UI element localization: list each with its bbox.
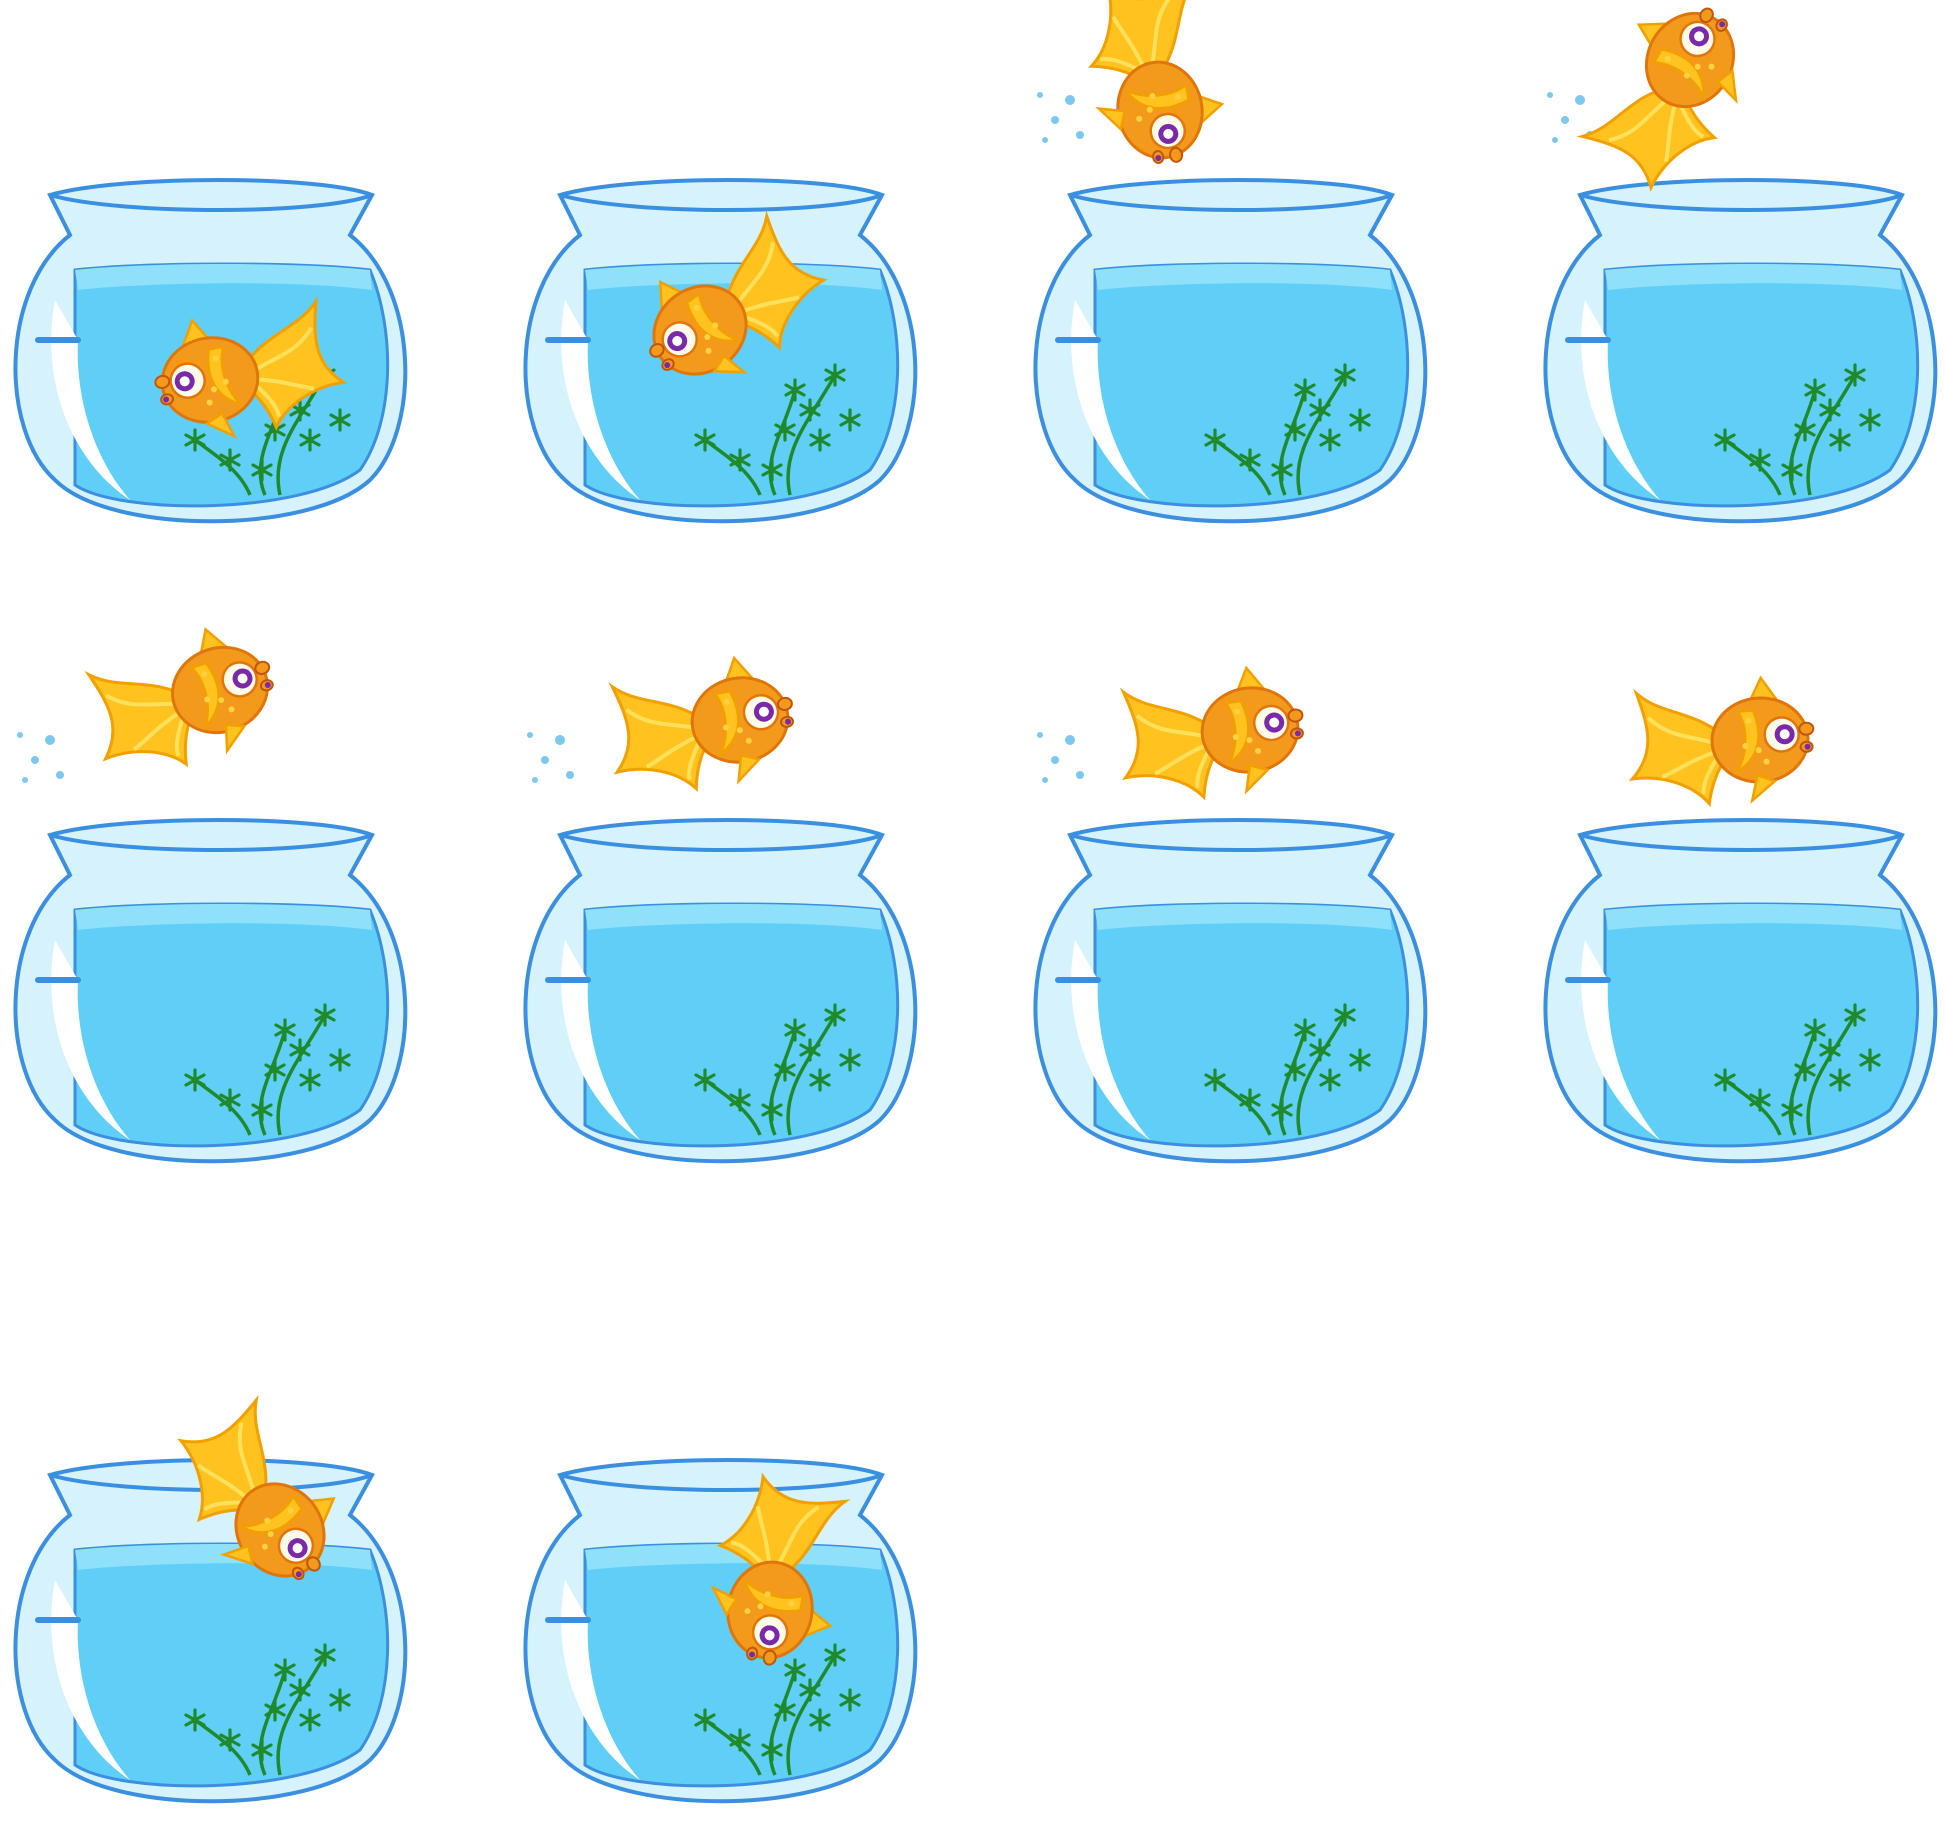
frame-canvas bbox=[13, 612, 408, 1164]
glass-highlight bbox=[1581, 300, 1660, 500]
sprite-frame bbox=[1020, 0, 1460, 560]
water-surface bbox=[1605, 264, 1902, 290]
goldfish bbox=[1076, 0, 1233, 176]
frame-canvas bbox=[523, 178, 918, 524]
seaweed bbox=[694, 1643, 861, 1776]
glass-highlight bbox=[51, 940, 130, 1140]
fishbowl bbox=[1543, 818, 1938, 1164]
frame-canvas bbox=[1543, 672, 1938, 1164]
bowl-rim bbox=[1579, 833, 1903, 852]
goldfish bbox=[599, 647, 806, 804]
frame-canvas bbox=[523, 647, 918, 1164]
goldfish bbox=[1110, 659, 1314, 810]
seaweed bbox=[184, 1643, 351, 1776]
seaweed bbox=[694, 363, 861, 496]
seaweed bbox=[1714, 1003, 1881, 1136]
goldfish bbox=[1569, 0, 1771, 205]
water-surface bbox=[1095, 904, 1392, 930]
water-surface bbox=[75, 264, 372, 290]
fishbowl bbox=[523, 818, 918, 1164]
glass-highlight bbox=[1071, 940, 1150, 1140]
glass-highlight bbox=[1071, 300, 1150, 500]
bowl-rim bbox=[559, 1473, 883, 1492]
seaweed bbox=[694, 1003, 861, 1136]
water-splash bbox=[527, 732, 574, 783]
bowl-rim bbox=[1579, 193, 1903, 212]
glass-highlight bbox=[51, 1580, 130, 1780]
sprite-frame bbox=[1530, 640, 1946, 1200]
frame-canvas bbox=[1033, 0, 1428, 524]
sprite-frame bbox=[510, 640, 950, 1200]
frame-canvas bbox=[1033, 659, 1428, 1164]
fishbowl bbox=[13, 818, 408, 1164]
bowl-rim bbox=[1069, 193, 1393, 212]
bowl-rim bbox=[1069, 833, 1393, 852]
water-surface bbox=[75, 904, 372, 930]
glass-highlight bbox=[51, 300, 130, 500]
bowl-rim bbox=[559, 193, 883, 212]
water-splash bbox=[17, 732, 64, 783]
fishbowl bbox=[1543, 178, 1938, 524]
seaweed bbox=[184, 1003, 351, 1136]
water-splash bbox=[1037, 92, 1084, 143]
frame-canvas bbox=[13, 1385, 408, 1804]
sprite-frame bbox=[510, 1280, 950, 1840]
bowl-rim bbox=[559, 833, 883, 852]
fishbowl bbox=[523, 1458, 918, 1804]
frame-canvas bbox=[523, 1458, 918, 1804]
seaweed bbox=[1204, 1003, 1371, 1136]
sprite-frame bbox=[1530, 0, 1946, 560]
water-surface bbox=[1095, 264, 1392, 290]
glass-highlight bbox=[561, 300, 640, 500]
frame-canvas bbox=[13, 178, 408, 524]
glass-highlight bbox=[561, 940, 640, 1140]
sprite-frame bbox=[0, 1280, 440, 1840]
glass-highlight bbox=[1581, 940, 1660, 1140]
bowl-rim bbox=[49, 833, 373, 852]
fishbowl bbox=[1033, 178, 1428, 524]
goldfish bbox=[1623, 672, 1821, 811]
seaweed bbox=[1714, 363, 1881, 496]
water-splash bbox=[1037, 732, 1084, 783]
fishbowl bbox=[1033, 818, 1428, 1164]
water-surface bbox=[1605, 904, 1902, 930]
goldfish bbox=[75, 612, 292, 790]
glass-highlight bbox=[561, 1580, 640, 1780]
sprite-frame bbox=[1020, 640, 1460, 1200]
sprite-frame bbox=[510, 0, 950, 560]
bowl-rim bbox=[49, 193, 373, 212]
seaweed bbox=[1204, 363, 1371, 496]
sprite-frame bbox=[0, 612, 440, 1200]
water-surface bbox=[585, 904, 882, 930]
sprite-frame bbox=[0, 0, 440, 560]
frame-canvas bbox=[1543, 0, 1938, 524]
